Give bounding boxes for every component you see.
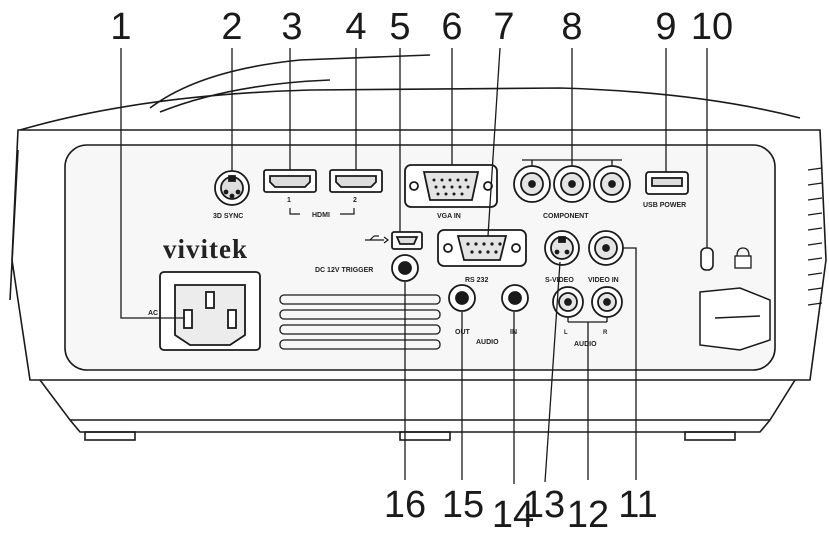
callout-16: 16 xyxy=(383,484,427,526)
hdmi-label: HDMI xyxy=(312,212,330,219)
component-label: COMPONENT xyxy=(543,213,589,220)
foot-center xyxy=(399,431,451,441)
s-video-port xyxy=(544,230,580,266)
lock-icon xyxy=(734,247,752,269)
callout-12: 12 xyxy=(566,494,610,536)
ac-label: AC xyxy=(148,310,158,317)
audio-out-port xyxy=(448,284,476,312)
kensington-lock-slot xyxy=(700,247,714,271)
base-bottom xyxy=(69,419,771,433)
video-in-port xyxy=(588,230,624,266)
dc-trigger-label: DC 12V TRIGGER xyxy=(315,267,373,274)
usb-power-port xyxy=(645,171,689,195)
callout-6: 6 xyxy=(441,6,463,48)
video-in-label: VIDEO IN xyxy=(588,277,619,284)
audio-label: AUDIO xyxy=(476,339,499,346)
3d-sync-port xyxy=(214,170,250,206)
housing-top-edge xyxy=(19,87,801,131)
dc-trigger-port xyxy=(391,254,419,282)
audio-out-label: OUT xyxy=(455,329,471,336)
foot-left xyxy=(84,431,136,441)
rs232-port xyxy=(437,229,527,267)
mini-usb-port xyxy=(391,231,423,250)
left-side-edge xyxy=(9,149,19,301)
audio-l-label: L xyxy=(564,330,568,336)
callout-7: 7 xyxy=(493,6,515,48)
callout-8: 8 xyxy=(561,6,583,48)
callout-3: 3 xyxy=(281,6,303,48)
ac-power-socket xyxy=(159,271,261,351)
audio-lr-label: AUDIO xyxy=(574,341,597,348)
callout-4: 4 xyxy=(345,6,367,48)
component-ports xyxy=(513,165,631,203)
callout-15: 15 xyxy=(441,484,485,526)
lens-hood-inner xyxy=(159,79,331,113)
callout-14: 14 xyxy=(491,494,535,536)
vga-pins xyxy=(432,178,470,196)
s-video-label: S-VIDEO xyxy=(545,277,574,284)
audio-r-label: R xyxy=(603,330,608,336)
callout-11: 11 xyxy=(618,484,658,526)
right-vents xyxy=(807,167,823,306)
base-lower-edge xyxy=(39,379,796,421)
vga-in-label: VGA IN xyxy=(437,213,461,220)
hdmi-1-label: 1 xyxy=(287,197,291,204)
hdmi-bracket xyxy=(289,208,355,215)
leader-lines xyxy=(120,47,708,484)
rs232-pins xyxy=(466,242,502,254)
foot-right xyxy=(684,431,736,441)
callout-1: 1 xyxy=(110,6,132,48)
callout-9: 9 xyxy=(655,6,677,48)
grille-slots xyxy=(279,294,441,350)
callout-2: 2 xyxy=(221,6,243,48)
audio-r-port xyxy=(591,286,623,318)
audio-l-port xyxy=(552,286,584,318)
callout-10: 10 xyxy=(690,6,734,48)
usb-icon xyxy=(365,235,389,244)
hdmi-2-label: 2 xyxy=(353,197,357,204)
hdmi-1-port xyxy=(263,169,317,193)
callout-13: 13 xyxy=(522,484,566,526)
usb-power-label: USB POWER xyxy=(643,202,686,209)
vivitek-logo: vivitek xyxy=(163,234,248,264)
rs232-label: RS 232 xyxy=(465,277,488,284)
hdmi-2-port xyxy=(329,169,383,193)
callout-5: 5 xyxy=(389,6,411,48)
audio-in-port xyxy=(501,284,529,312)
mount-bracket xyxy=(699,287,771,351)
3d-sync-label: 3D SYNC xyxy=(213,213,243,220)
